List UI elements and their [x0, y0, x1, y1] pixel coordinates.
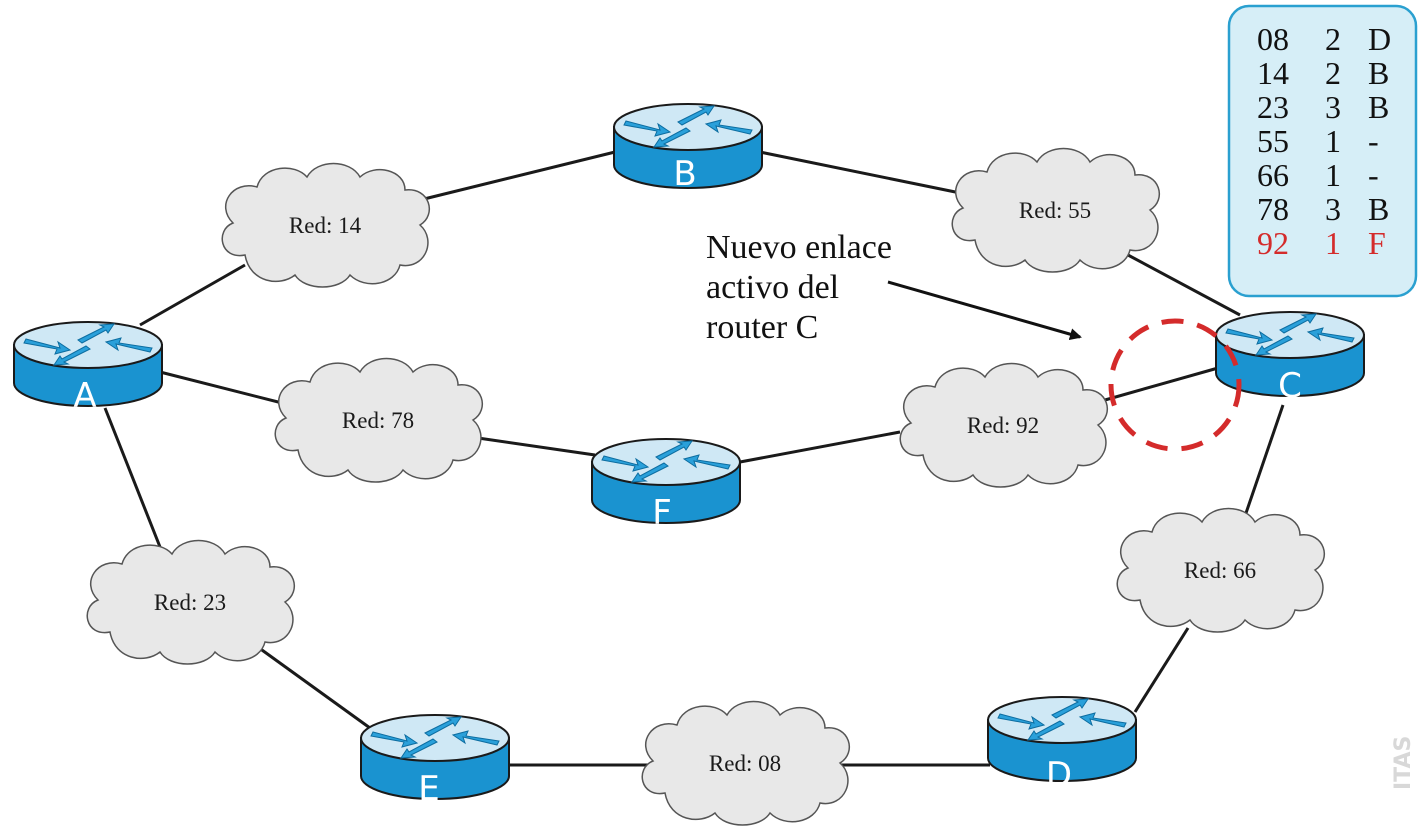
router-label: A — [73, 376, 96, 416]
network-cloud-23: Red: 23 — [86, 539, 296, 665]
link-c-net66 — [1243, 404, 1285, 517]
routing-hops-cell: 3 — [1325, 191, 1341, 227]
routing-via-cell: - — [1368, 157, 1379, 193]
network-label: Red: 55 — [1019, 198, 1091, 223]
link-net14-a — [139, 263, 246, 327]
routing-hops-cell: 3 — [1325, 89, 1341, 125]
network-label: Red: 66 — [1184, 558, 1256, 583]
router-c: C — [1215, 311, 1365, 406]
link-net92-c-new — [1104, 366, 1219, 402]
routing-hops-cell: 2 — [1325, 21, 1341, 57]
routing-net-cell: 14 — [1257, 55, 1289, 91]
routing-net-cell: 55 — [1257, 123, 1289, 159]
link-a-net78 — [159, 370, 291, 407]
annotation-line-2: activo del — [706, 269, 839, 306]
link-b-net14 — [419, 150, 616, 202]
network-cloud-14: Red: 14 — [221, 162, 431, 288]
router-d: D — [987, 696, 1137, 795]
router-label: B — [673, 154, 696, 194]
network-label: Red: 78 — [342, 408, 414, 433]
links — [103, 150, 1285, 767]
network-label: Red: 92 — [967, 413, 1039, 438]
link-a-net23 — [103, 407, 164, 553]
watermark: ITAS — [1391, 736, 1416, 790]
routing-via-cell: B — [1368, 191, 1389, 227]
new-link-highlight — [1108, 318, 1242, 452]
link-f-net92 — [739, 430, 901, 464]
routing-table-box — [1227, 4, 1418, 298]
router-b: B — [613, 103, 763, 194]
routing-via-cell: F — [1368, 225, 1386, 261]
link-net55-c — [1127, 253, 1241, 317]
router-a: A — [13, 321, 163, 416]
routing-via-cell: D — [1368, 21, 1391, 57]
router-label: F — [652, 493, 672, 533]
routing-via-cell: - — [1368, 123, 1379, 159]
network-cloud-66: Red: 66 — [1116, 507, 1326, 633]
annotation-line-1: Nuevo enlace — [706, 229, 892, 266]
link-net23-e — [254, 643, 371, 730]
annotation-arrow — [887, 280, 1082, 341]
routing-hops-cell: 1 — [1325, 157, 1341, 193]
network-label: Red: 08 — [709, 751, 781, 776]
routing-hops-cell: 1 — [1325, 225, 1341, 261]
link-net78-f — [477, 436, 596, 457]
link-b-net55 — [759, 150, 971, 197]
annotation-line-3: router C — [706, 309, 818, 346]
routing-hops-cell: 1 — [1325, 123, 1341, 159]
router-label: E — [418, 769, 439, 809]
routing-net-cell: 78 — [1257, 191, 1289, 227]
network-cloud-92: Red: 92 — [899, 362, 1109, 488]
routing-net-cell: 23 — [1257, 89, 1289, 125]
routing-net-cell: 92 — [1257, 225, 1289, 261]
network-cloud-78: Red: 78 — [274, 357, 484, 483]
routing-via-cell: B — [1368, 55, 1389, 91]
network-label: Red: 14 — [289, 213, 362, 238]
router-f: F — [591, 438, 741, 533]
routing-net-cell: 08 — [1257, 21, 1289, 57]
annotation: Nuevo enlace activo del router C — [706, 229, 1082, 346]
link-net66-d — [1133, 627, 1190, 713]
routing-table-row: 66 1- — [1257, 157, 1379, 193]
network-cloud-08: Red: 08 — [641, 700, 851, 826]
network-label: Red: 23 — [154, 590, 226, 615]
router-label: C — [1278, 366, 1302, 406]
network-cloud-55: Red: 55 — [951, 147, 1161, 273]
routing-via-cell: B — [1368, 89, 1389, 125]
routing-table-row: 55 1- — [1257, 123, 1379, 159]
router-label: D — [1046, 755, 1072, 795]
router-e: E — [360, 714, 510, 809]
routing-net-cell: 66 — [1257, 157, 1289, 193]
routing-hops-cell: 2 — [1325, 55, 1341, 91]
